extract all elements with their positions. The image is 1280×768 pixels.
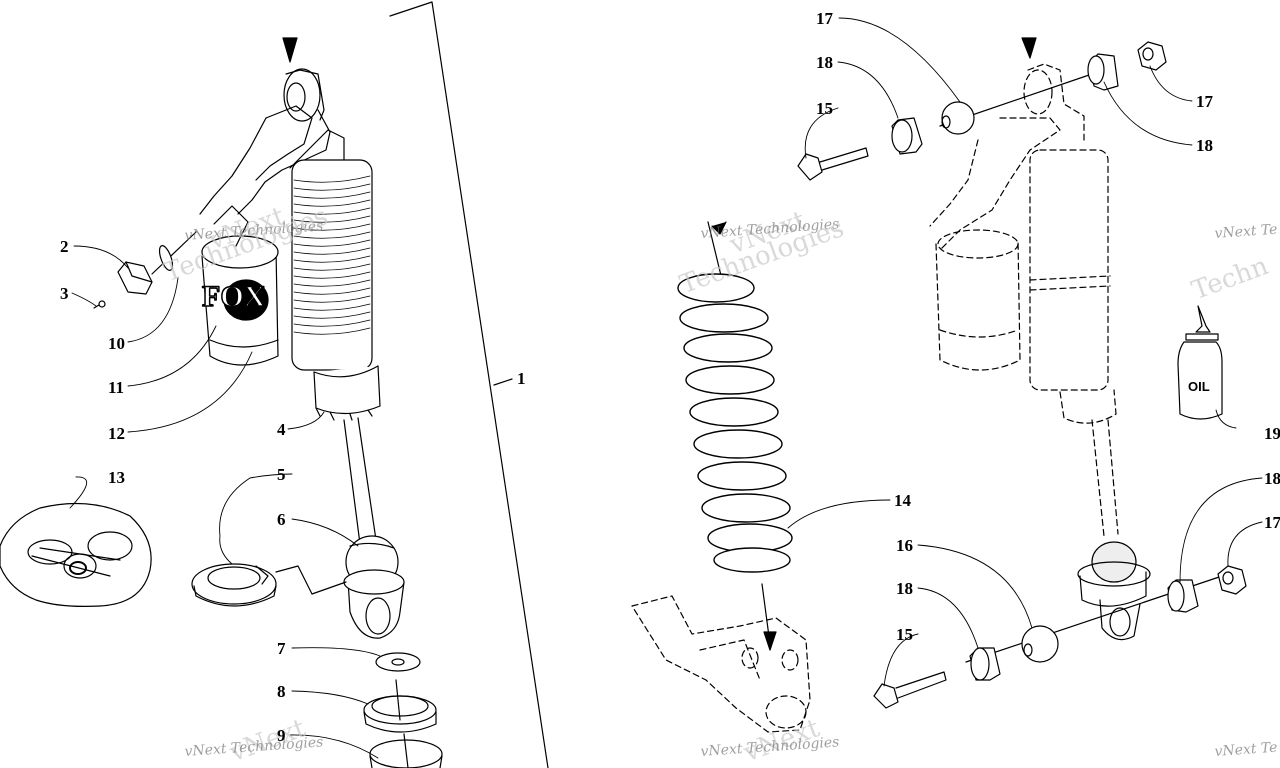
callout-2[interactable]: 2 xyxy=(60,237,69,256)
callout-12[interactable]: 12 xyxy=(108,424,125,443)
callout-10[interactable]: 10 xyxy=(108,334,125,353)
callout-16[interactable]: 16 xyxy=(896,536,913,555)
frame-mount-bracket xyxy=(631,595,811,733)
callout-18-bottom-left[interactable]: 18 xyxy=(896,579,913,598)
callout-5[interactable]: 5 xyxy=(277,465,286,484)
callout-15-bottom[interactable]: 15 xyxy=(896,625,913,644)
shock-body-coils xyxy=(291,159,373,371)
callout-1[interactable]: 1 xyxy=(517,369,526,388)
top-mount-hardware xyxy=(797,37,1167,181)
seal-kit-bag xyxy=(0,502,152,607)
callout-15-top[interactable]: 15 xyxy=(816,99,833,118)
shock-assembly-left xyxy=(199,37,443,768)
callout-14[interactable]: 14 xyxy=(894,491,911,510)
reservoir-canister: FOX xyxy=(201,205,279,366)
callout-17-top-left[interactable]: 17 xyxy=(816,9,833,28)
top-arrow-indicator xyxy=(282,37,298,63)
adjuster-knob-parts xyxy=(93,231,197,309)
callout-leader-lines xyxy=(69,17,1263,759)
callout-18-bottom-right[interactable]: 18 xyxy=(1264,469,1280,488)
callout-7[interactable]: 7 xyxy=(277,639,286,658)
callout-18-top-right[interactable]: 18 xyxy=(1196,136,1213,155)
callout-17-bottom-right[interactable]: 17 xyxy=(1264,513,1280,532)
bottom-mount-hardware xyxy=(873,565,1247,709)
lower-eyelet-right xyxy=(1077,541,1151,641)
callout-9[interactable]: 9 xyxy=(277,726,286,745)
spring-retainer-clip xyxy=(191,563,347,607)
shock-outline-right xyxy=(929,63,1119,537)
coil-spring xyxy=(677,221,793,651)
callout-13[interactable]: 13 xyxy=(108,468,125,487)
callout-3[interactable]: 3 xyxy=(60,284,69,303)
callout-6[interactable]: 6 xyxy=(277,510,286,529)
fox-logo: FOX xyxy=(202,280,266,313)
oil-bottle: OIL xyxy=(1177,305,1223,420)
callout-19[interactable]: 19 xyxy=(1264,424,1280,443)
callout-18-top-left[interactable]: 18 xyxy=(816,53,833,72)
callout-11[interactable]: 11 xyxy=(108,378,125,397)
callout-4[interactable]: 4 xyxy=(277,420,286,439)
assembly-bracket-1 xyxy=(389,1,549,768)
callout-8[interactable]: 8 xyxy=(277,682,286,701)
oil-bottle-label: OIL xyxy=(1188,379,1210,394)
callout-17-top-right[interactable]: 17 xyxy=(1196,92,1213,111)
